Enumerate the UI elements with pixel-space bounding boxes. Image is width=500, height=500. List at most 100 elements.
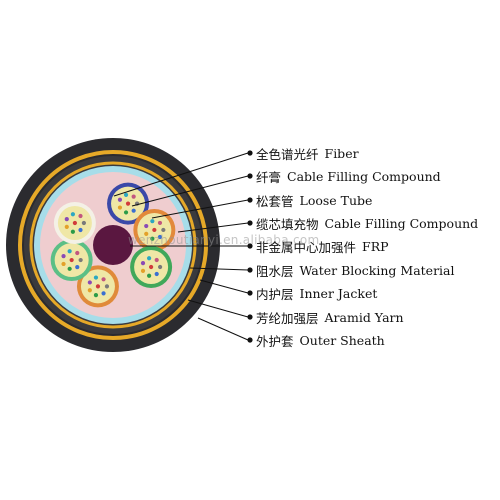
optical-fiber — [75, 250, 80, 256]
optical-fiber — [149, 264, 154, 270]
optical-fiber — [78, 213, 83, 219]
optical-fiber — [75, 264, 80, 270]
loose-tube — [53, 202, 96, 244]
optical-fiber — [125, 201, 131, 206]
optical-fiber — [154, 271, 159, 277]
label-chinese: 阻水层 — [256, 263, 294, 279]
label-english: Cable Filling Compound — [324, 215, 479, 231]
optical-fiber — [61, 254, 66, 259]
optical-fiber — [150, 219, 155, 224]
label-aramid-yarn: 芳纶加强层 Aramid Yarn — [256, 307, 404, 327]
leader-line — [189, 267, 249, 271]
optical-fiber — [131, 194, 136, 199]
leader-line — [131, 175, 249, 207]
optical-fiber — [101, 277, 106, 282]
label-loose-tube: 松套管 Loose Tube — [256, 190, 372, 210]
optical-fiber — [78, 227, 83, 233]
label-frp: 非金属中心加强件 FRP — [256, 236, 389, 256]
aramid-yarn-layer — [18, 150, 208, 340]
label-chinese: 松套管 — [256, 193, 294, 209]
leader-dot — [247, 314, 253, 320]
label-english: Aramid Yarn — [324, 309, 404, 325]
optical-fiber — [144, 223, 149, 229]
optical-fiber — [61, 261, 66, 267]
optical-fiber — [87, 288, 92, 293]
leader-line — [197, 317, 249, 341]
optical-fiber — [93, 293, 99, 298]
label-english: FRP — [362, 238, 389, 254]
optical-fiber — [152, 227, 157, 233]
optical-fiber — [158, 264, 163, 270]
optical-fiber — [72, 220, 77, 226]
label-fiber: 全色谱光纤 Fiber — [256, 143, 359, 163]
optical-fiber — [144, 231, 149, 236]
loose-tube — [130, 246, 173, 288]
optical-fiber — [117, 205, 123, 210]
label-fiber-compound: 纤膏 Cable Filling Compound — [256, 166, 441, 186]
optical-fiber — [101, 291, 106, 296]
leader-dot — [247, 197, 253, 203]
label-english: Loose Tube — [299, 192, 373, 208]
optical-fiber — [140, 268, 146, 274]
optical-fiber — [78, 257, 83, 263]
label-cable-filling-compound: 缆芯填充物 Cable Filling Compound — [256, 213, 478, 233]
label-english: Cable Filling Compound — [287, 168, 441, 184]
leader-dot — [247, 150, 253, 156]
leader-line — [177, 222, 249, 233]
label-chinese: 缆芯填充物 — [256, 216, 319, 232]
label-outer-sheath: 外护套 Outer Sheath — [256, 330, 385, 350]
label-english: Water Blocking Material — [299, 262, 455, 278]
leader-line — [151, 199, 249, 219]
optical-fiber — [95, 284, 101, 289]
optical-fiber — [123, 192, 129, 197]
leader-line — [113, 152, 249, 197]
optical-fiber — [131, 208, 136, 213]
label-inner-jacket: 内护层 Inner Jacket — [256, 283, 377, 303]
optical-fiber — [70, 212, 75, 217]
label-english: Inner Jacket — [299, 285, 378, 301]
leader-dot — [247, 337, 253, 343]
inner-jacket-gold-edge — [29, 161, 197, 329]
label-english: Outer Sheath — [299, 332, 385, 348]
optical-fiber — [64, 216, 69, 222]
label-chinese: 纤膏 — [256, 169, 282, 185]
optical-fiber — [147, 256, 152, 261]
optical-fiber — [67, 249, 72, 254]
leader-dot — [247, 220, 253, 226]
watermark: wenzhoutianyi.en.alibaba.com — [128, 233, 320, 247]
label-chinese: 外护套 — [256, 333, 294, 349]
label-chinese: 内护层 — [256, 286, 294, 302]
leader-dot — [247, 243, 253, 249]
label-chinese: 全色谱光纤 — [256, 146, 319, 162]
label-chinese: 非金属中心加强件 — [256, 239, 357, 255]
leader-dot — [247, 290, 253, 296]
optical-fiber — [81, 220, 86, 226]
frp-center — [93, 225, 133, 265]
loose-tube — [50, 239, 93, 282]
label-chinese: 芳纶加强层 — [256, 310, 319, 326]
optical-fiber — [64, 224, 69, 230]
optical-fiber — [161, 227, 166, 233]
loose-tube — [133, 208, 176, 251]
optical-fiber — [150, 236, 155, 241]
optical-fiber — [154, 257, 159, 263]
leader-line — [187, 299, 249, 318]
optical-fiber — [104, 284, 110, 289]
loose-tube — [76, 265, 119, 308]
optical-fiber — [117, 197, 123, 202]
leader-dot — [247, 173, 253, 179]
label-english: Fiber — [324, 145, 359, 161]
optical-fiber — [140, 260, 146, 266]
optical-fiber — [147, 273, 152, 278]
optical-fiber — [69, 257, 74, 263]
optical-fiber — [157, 234, 163, 240]
optical-fiber — [67, 266, 72, 271]
label-water-blocking-material: 阻水层 Water Blocking Material — [256, 260, 455, 280]
optical-fiber — [93, 275, 99, 280]
optical-fiber — [87, 280, 92, 285]
loose-tube — [107, 182, 150, 225]
optical-fiber — [123, 210, 129, 215]
leader-dot — [247, 267, 253, 273]
optical-fiber — [157, 220, 163, 226]
